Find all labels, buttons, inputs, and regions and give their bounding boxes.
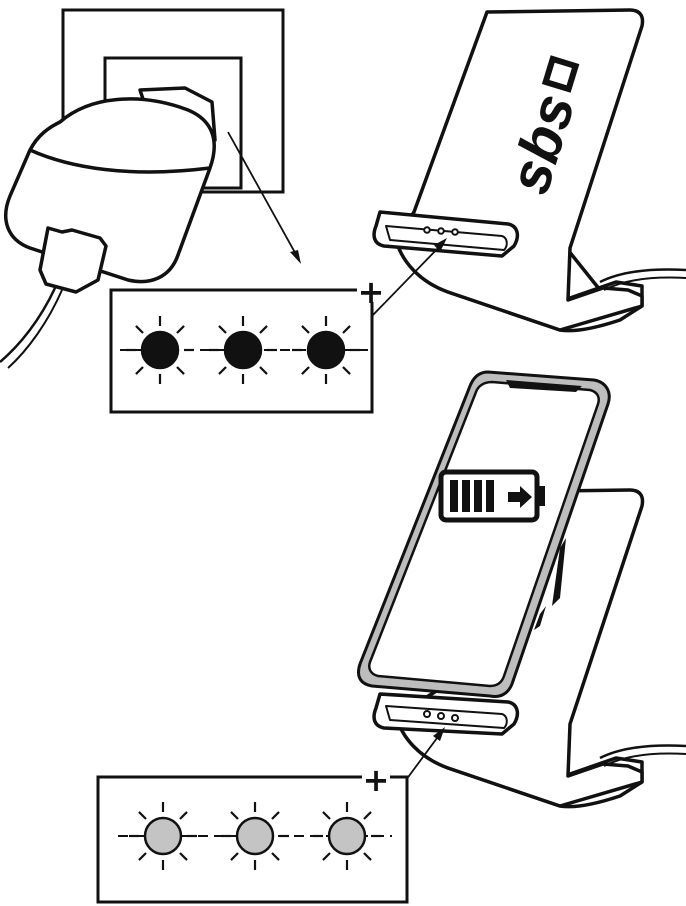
step1-group: sbs + — [0, 8, 686, 414]
battery-bar — [450, 480, 458, 512]
led-indicator-2 — [221, 802, 289, 870]
battery-level-bars — [450, 480, 494, 512]
charging-arrow-icon — [508, 486, 532, 508]
led-indicator-1 — [126, 316, 194, 384]
smartphone-icon — [357, 370, 611, 698]
led-indicator-3 — [313, 802, 381, 870]
battery-bar — [462, 480, 470, 512]
pointer-arrow-stand — [371, 238, 447, 317]
usb-power-adapter-icon — [4, 86, 217, 294]
battery-bar — [486, 480, 494, 512]
led-status-panel-step2: + — [96, 761, 409, 904]
pointer-arrow-stand — [405, 727, 445, 781]
led-status-panel-step1: + — [109, 273, 385, 414]
plus-symbol: + — [363, 761, 390, 799]
battery-bar — [474, 480, 482, 512]
stand-led-dots — [423, 710, 459, 722]
led-row-step2 — [129, 802, 381, 870]
battery-charging-icon — [438, 469, 545, 523]
wireless-charging-stand-icon — [372, 8, 645, 333]
led-indicator-3 — [292, 316, 360, 384]
step2-group: + — [96, 370, 686, 904]
plus-symbol: + — [358, 273, 385, 311]
stand-cable — [599, 268, 686, 284]
adapter-cable — [0, 287, 57, 363]
led-indicator-1 — [129, 802, 197, 870]
led-row-step1 — [126, 316, 360, 384]
pointer-arrow-socket — [227, 131, 301, 264]
stand-led-dots — [423, 226, 459, 236]
led-indicator-2 — [209, 316, 277, 384]
stand-cable — [599, 744, 686, 760]
